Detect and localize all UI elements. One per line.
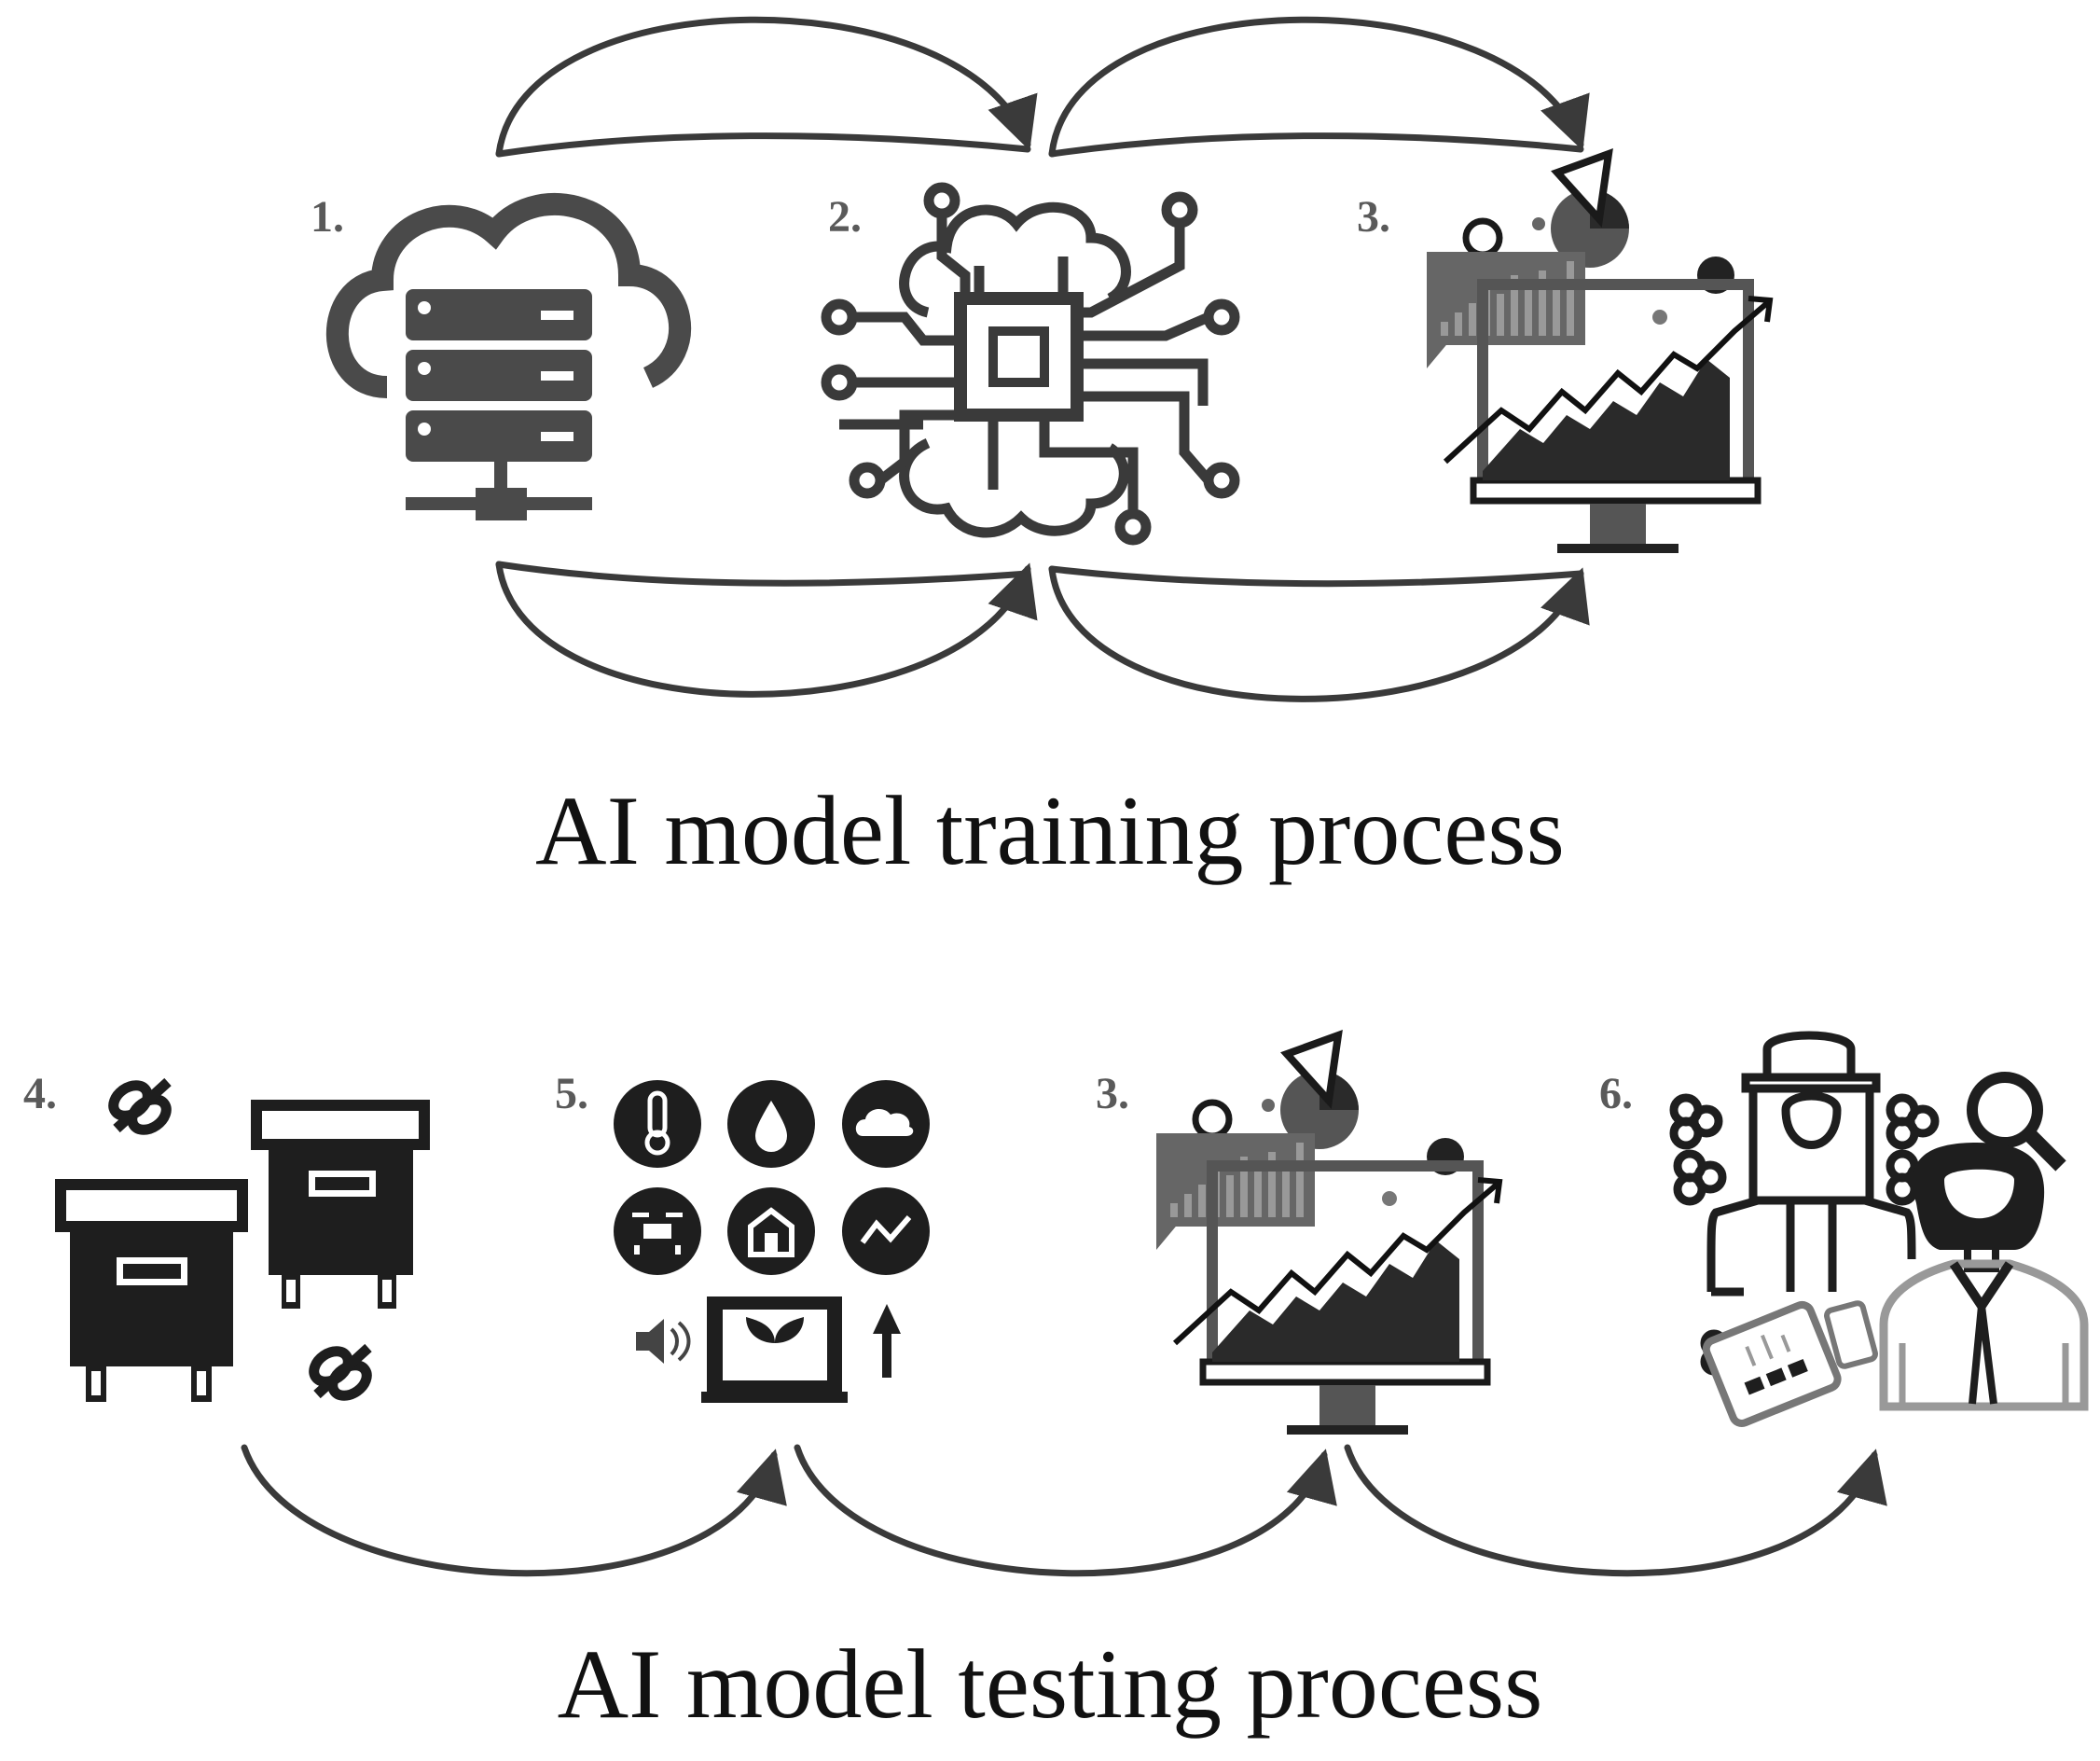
step-number-3: 3. bbox=[1357, 192, 1390, 242]
beehive-icon bbox=[55, 1077, 430, 1402]
training-process-title: AI model training process bbox=[535, 776, 1565, 885]
barn-icon bbox=[727, 1187, 815, 1275]
training-arc-bottom-1-return bbox=[495, 561, 1031, 587]
training-arc-top-1 bbox=[495, 16, 1038, 158]
step-number-2: 2. bbox=[828, 192, 862, 242]
bee-icon bbox=[309, 1343, 372, 1401]
training-arc-top-2 bbox=[1048, 16, 1590, 158]
tablet-icon bbox=[1702, 1300, 1878, 1427]
training-arc-bottom-2 bbox=[1048, 565, 1590, 702]
thermometer-icon bbox=[614, 1080, 701, 1168]
step-number-6: 6. bbox=[1599, 1069, 1633, 1118]
analytics-monitor-icon bbox=[1427, 154, 1770, 553]
training-arc-bottom-1 bbox=[495, 561, 1038, 698]
testing-arc-1 bbox=[241, 1444, 787, 1577]
testing-arc-2 bbox=[794, 1444, 1337, 1577]
analytics-monitor-icon bbox=[1156, 1035, 1499, 1435]
step-number-3b: 3. bbox=[1096, 1069, 1129, 1118]
testing-arc-3 bbox=[1344, 1444, 1887, 1577]
bee-icon bbox=[108, 1077, 172, 1135]
laptop-plant-icon bbox=[701, 1296, 848, 1403]
training-arc-bottom-2-return bbox=[1048, 565, 1584, 588]
sensor-dashboard-icon bbox=[614, 1080, 930, 1403]
researcher-icon bbox=[1879, 1143, 2089, 1411]
training-arc-top-1-return bbox=[495, 132, 1031, 158]
arrow-up-icon bbox=[873, 1304, 901, 1378]
training-arc-top-2-return bbox=[1048, 132, 1584, 158]
cloud-server-icon bbox=[325, 192, 691, 520]
speaker-icon bbox=[636, 1319, 664, 1364]
step-number-4: 4. bbox=[23, 1069, 57, 1118]
ai-brain-chip-icon bbox=[821, 182, 1240, 546]
testing-arrows bbox=[241, 1444, 1887, 1577]
testing-process-title: AI model testing process bbox=[557, 1629, 1543, 1739]
training-arrows bbox=[495, 16, 1590, 702]
beekeeper-researcher-icon bbox=[1669, 1031, 2089, 1427]
step-number-1: 1. bbox=[311, 192, 344, 242]
step-number-5: 5. bbox=[555, 1069, 588, 1118]
magnifier-icon bbox=[1967, 1072, 2066, 1172]
